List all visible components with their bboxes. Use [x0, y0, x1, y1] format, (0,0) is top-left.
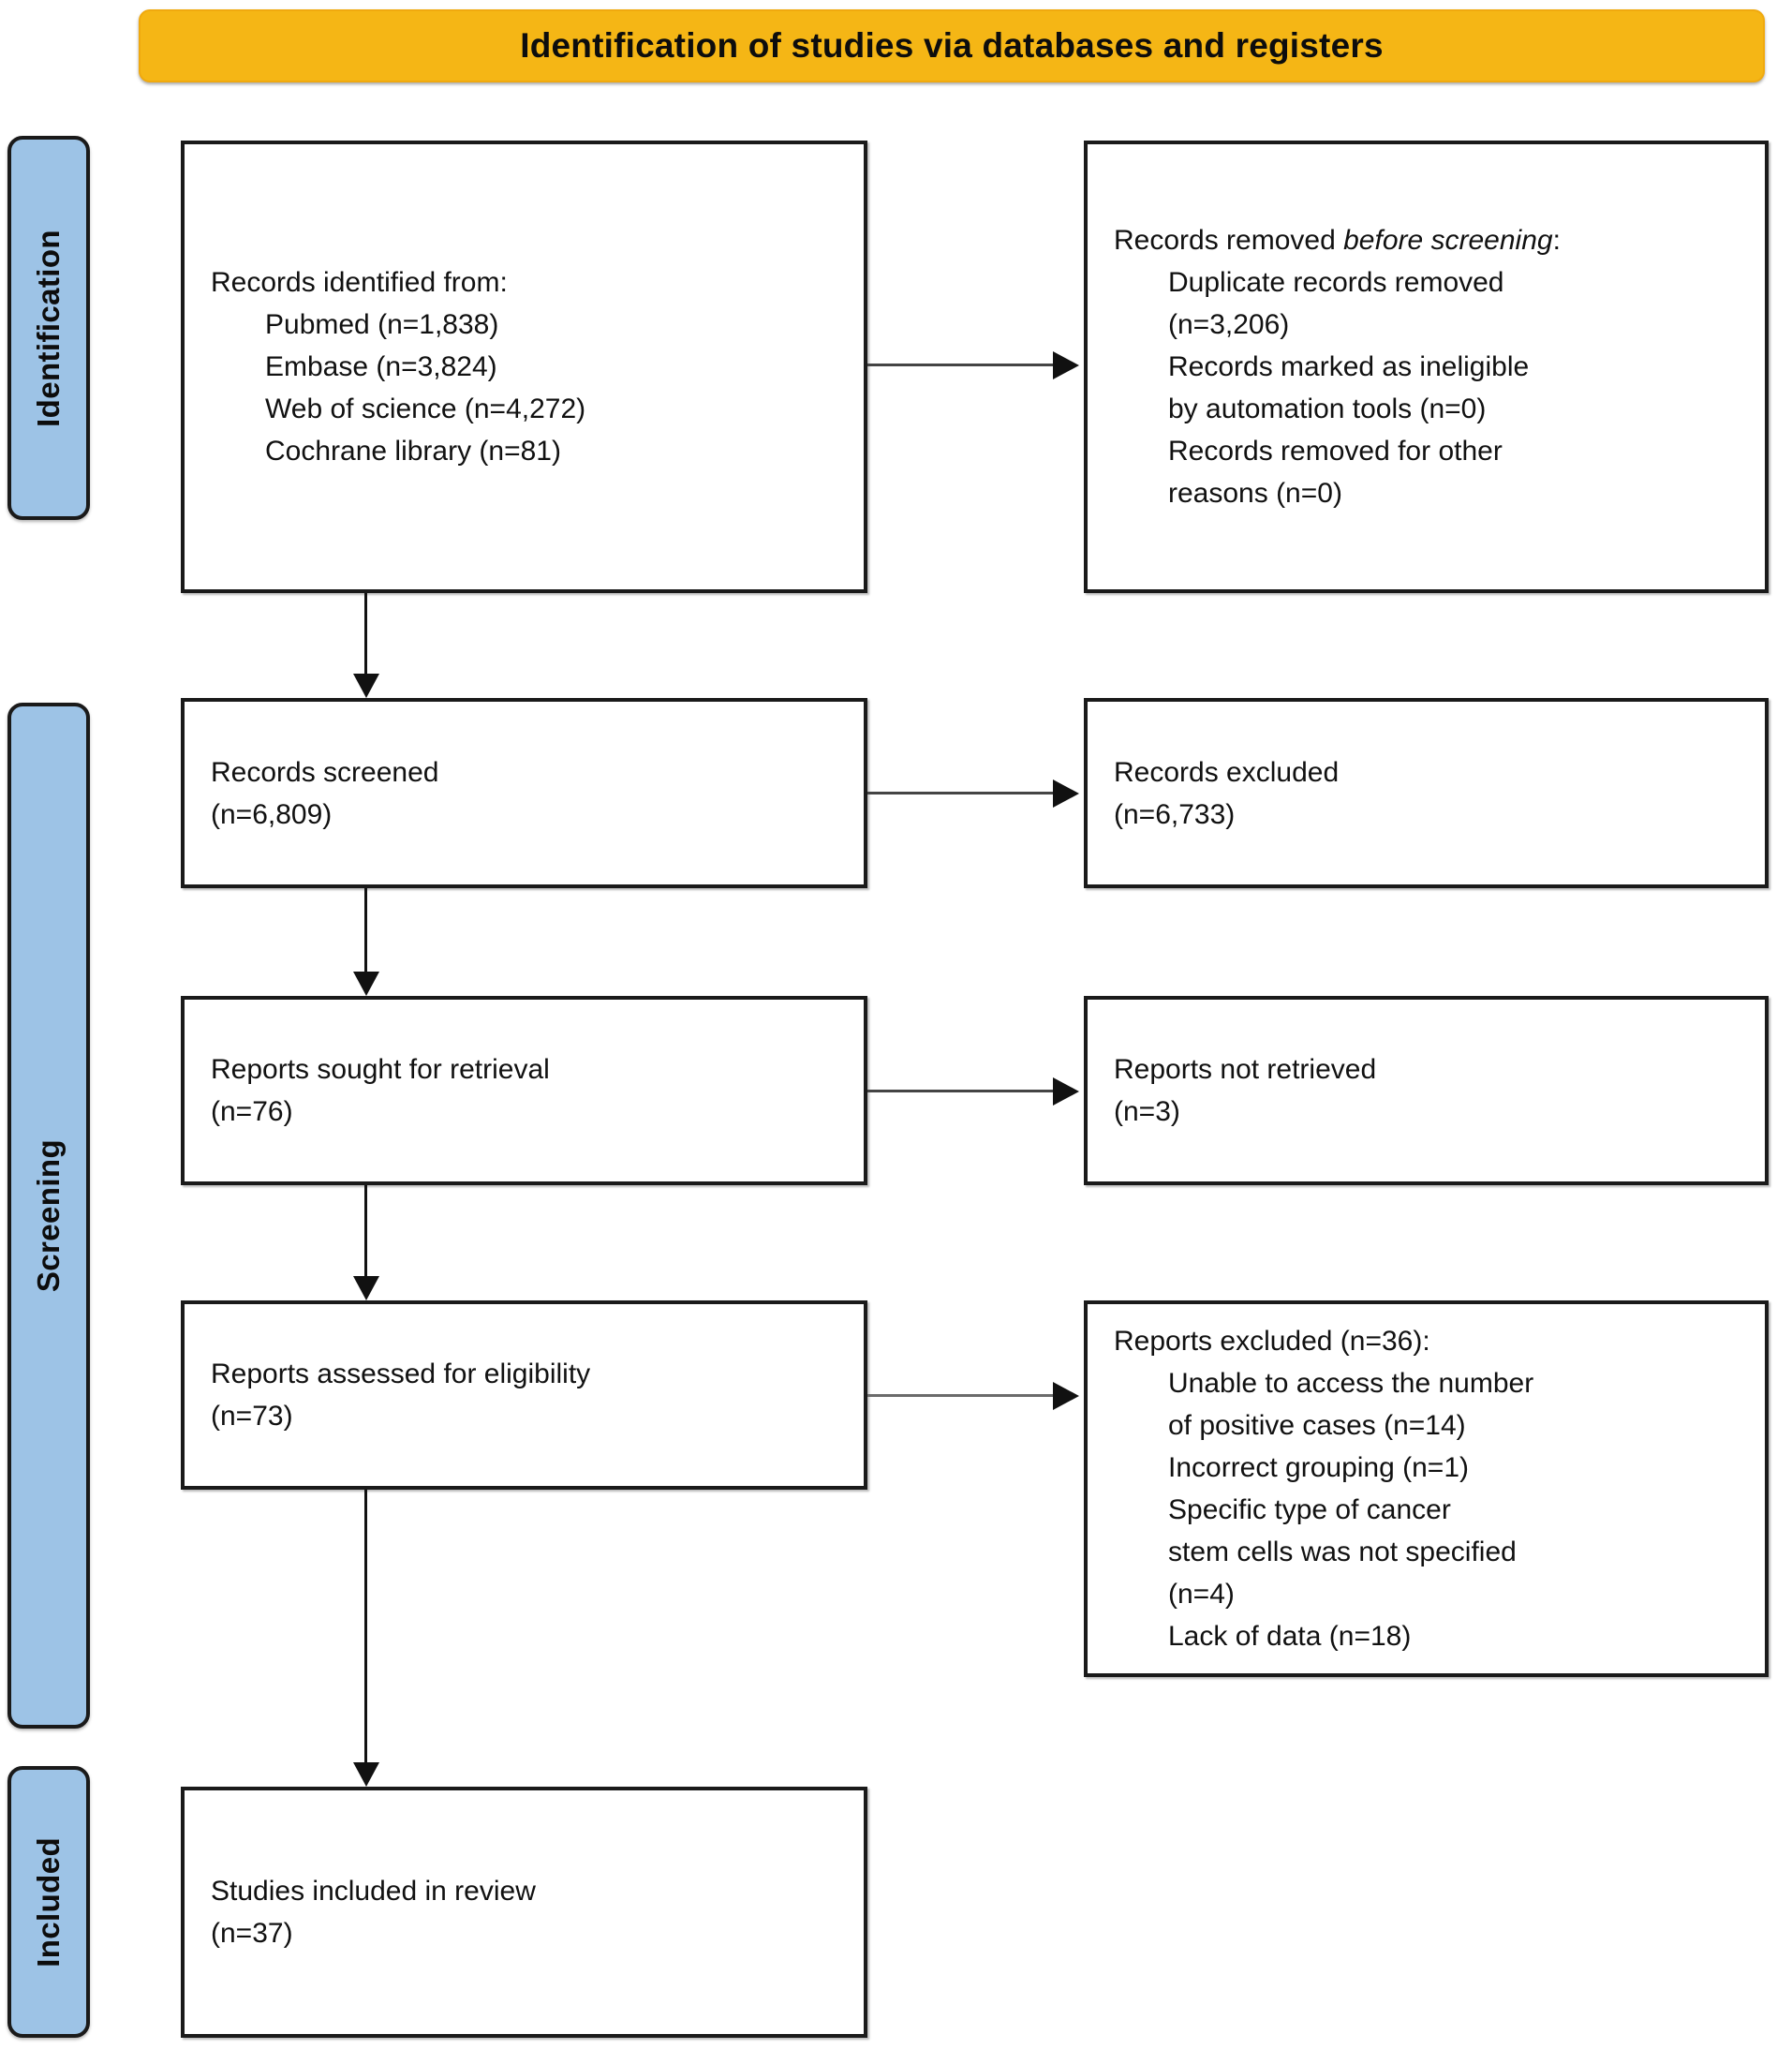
connector-screened-to-excluded [867, 792, 1053, 794]
reports-not-retrieved-title: Reports not retrieved [1114, 1054, 1377, 1085]
arrow-sought-to-not-retrieved [1053, 1077, 1079, 1106]
arrow-screened-to-sought [353, 972, 379, 996]
reports-excluded-heading: Reports excluded (n=36): [1114, 1326, 1430, 1357]
node-reports-sought-for-retrieval: Reports sought for retrieval (n=76) [181, 996, 867, 1185]
records-excluded-title: Records excluded [1114, 756, 1340, 788]
arrow-identified-to-removed [1053, 351, 1079, 379]
records-removed-other-line2: reasons (n=0) [1168, 478, 1342, 509]
diagram-header-banner: Identification of studies via databases … [139, 9, 1765, 82]
reports-assessed-count: (n=73) [211, 1401, 293, 1432]
connector-sought-to-assessed [364, 1185, 367, 1276]
reports-excluded-reason-1-line1: Unable to access the number [1168, 1368, 1534, 1399]
records-identified-source-embase: Embase (n=3,824) [265, 351, 497, 382]
records-removed-duplicate-line2: (n=3,206) [1168, 309, 1290, 340]
reports-assessed-title: Reports assessed for eligibility [211, 1359, 591, 1389]
records-removed-heading-italic: before screening [1343, 225, 1553, 256]
reports-excluded-reason-2-line1: Incorrect grouping (n=1) [1168, 1452, 1470, 1483]
reports-sought-title: Reports sought for retrieval [211, 1054, 550, 1085]
connector-screened-to-sought [364, 888, 367, 972]
node-records-screened: Records screened (n=6,809) [181, 698, 867, 888]
connector-sought-to-not-retrieved [867, 1090, 1053, 1092]
connector-identified-to-screened [364, 593, 367, 674]
reports-excluded-reason-3-line1: Specific type of cancer [1168, 1494, 1451, 1525]
records-removed-heading-suffix: : [1552, 225, 1561, 256]
connector-identified-to-removed [867, 364, 1053, 366]
connector-assessed-to-reports-excluded [867, 1394, 1053, 1397]
records-screened-count: (n=6,809) [211, 798, 333, 830]
arrow-screened-to-excluded [1053, 780, 1079, 808]
records-excluded-count: (n=6,733) [1114, 798, 1236, 830]
node-records-identified: Records identified from: Pubmed (n=1,838… [181, 141, 867, 593]
stage-tab-identification-label: Identification [31, 229, 66, 427]
reports-excluded-reason-1-line2: of positive cases (n=14) [1168, 1410, 1466, 1441]
arrow-assessed-to-included [353, 1762, 379, 1787]
records-removed-ineligible-line2: by automation tools (n=0) [1168, 393, 1487, 424]
node-records-excluded: Records excluded (n=6,733) [1084, 698, 1769, 888]
stage-tab-included-label: Included [31, 1836, 66, 1967]
records-removed-heading-plain: Records removed [1114, 225, 1344, 256]
records-identified-source-pubmed: Pubmed (n=1,838) [265, 309, 499, 340]
connector-assessed-to-included [364, 1490, 367, 1762]
node-reports-excluded: Reports excluded (n=36): Unable to acces… [1084, 1300, 1769, 1677]
arrow-identified-to-screened [353, 674, 379, 698]
node-studies-included-in-review: Studies included in review (n=37) [181, 1787, 867, 2038]
arrow-sought-to-assessed [353, 1276, 379, 1300]
stage-tab-included: Included [7, 1766, 90, 2038]
reports-not-retrieved-count: (n=3) [1114, 1096, 1180, 1127]
reports-excluded-reason-3-line2: stem cells was not specified [1168, 1537, 1517, 1567]
records-identified-source-cochrane-library: Cochrane library (n=81) [265, 436, 561, 467]
stage-tab-screening: Screening [7, 703, 90, 1729]
reports-sought-count: (n=76) [211, 1096, 293, 1127]
node-reports-not-retrieved: Reports not retrieved (n=3) [1084, 996, 1769, 1185]
banner-title: Identification of studies via databases … [520, 26, 1384, 65]
records-screened-title: Records screened [211, 756, 439, 788]
node-reports-assessed-for-eligibility: Reports assessed for eligibility (n=73) [181, 1300, 867, 1490]
stage-tab-identification: Identification [7, 136, 90, 520]
records-removed-heading: Records removed before screening: [1114, 219, 1739, 261]
stage-tab-screening-label: Screening [31, 1138, 66, 1293]
reports-excluded-reason-3-line3: (n=4) [1168, 1579, 1235, 1610]
node-records-removed-before-screening: Records removed before screening: Duplic… [1084, 141, 1769, 593]
records-removed-ineligible-line1: Records marked as ineligible [1168, 351, 1530, 382]
records-identified-source-web-of-science: Web of science (n=4,272) [265, 393, 586, 424]
studies-included-count: (n=37) [211, 1918, 293, 1949]
records-identified-heading: Records identified from: [211, 267, 508, 298]
reports-excluded-reason-4-line1: Lack of data (n=18) [1168, 1621, 1412, 1652]
studies-included-title: Studies included in review [211, 1876, 536, 1907]
records-removed-duplicate-line1: Duplicate records removed [1168, 267, 1504, 298]
arrow-assessed-to-reports-excluded [1053, 1382, 1079, 1410]
records-removed-other-line1: Records removed for other [1168, 436, 1503, 467]
